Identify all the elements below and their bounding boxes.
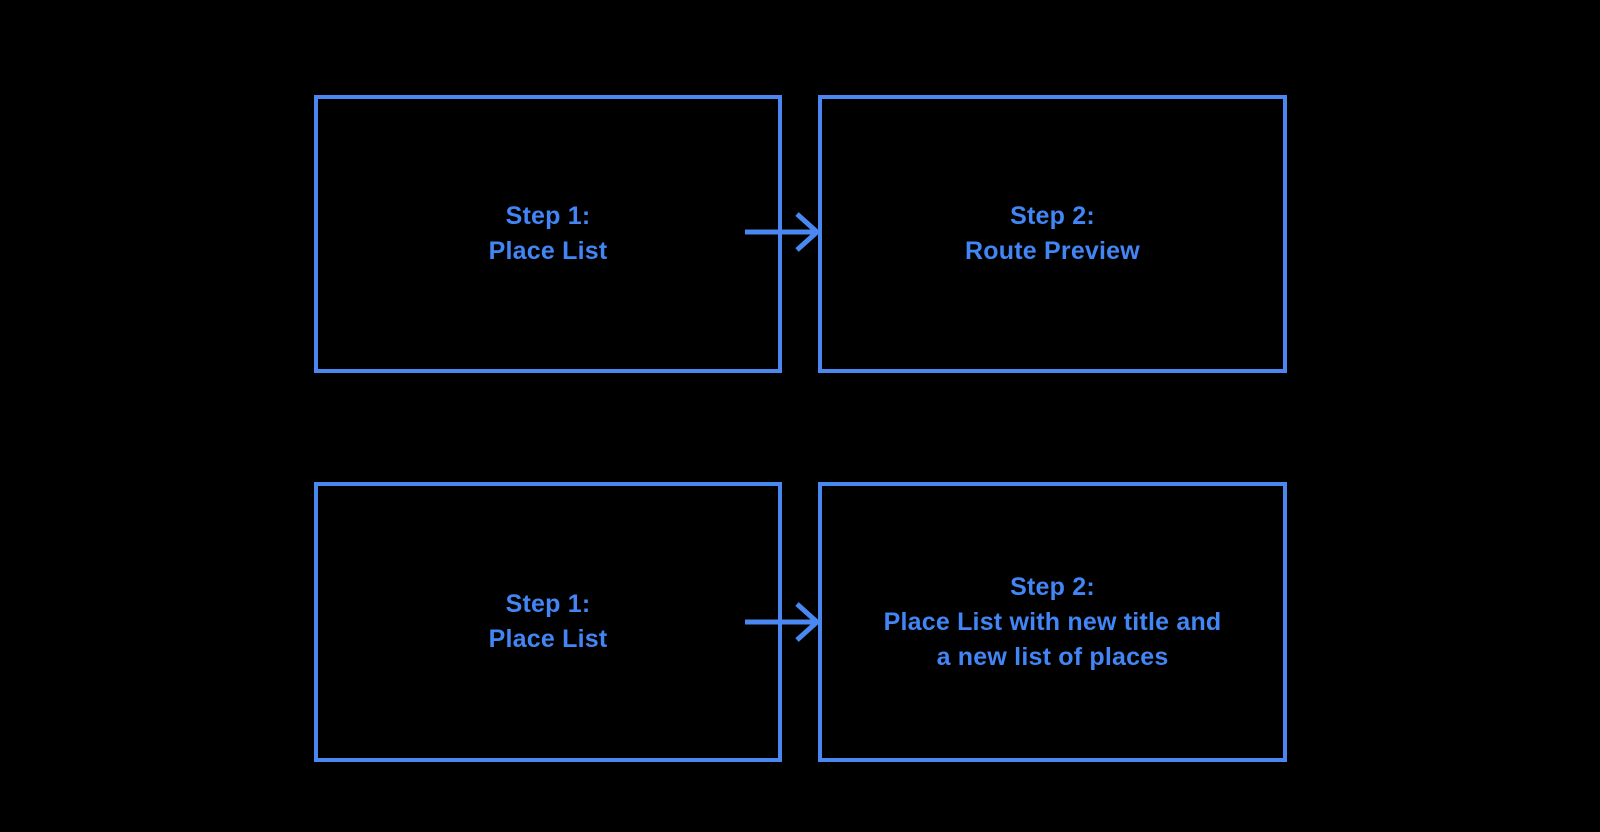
step-subtitle: Place List with new title and	[883, 607, 1222, 636]
arrowhead-icon	[795, 212, 821, 252]
step-subtitle: a new list of places	[936, 642, 1169, 671]
step-subtitle: Place List	[488, 237, 608, 265]
step-title: Step 2:	[1010, 572, 1095, 601]
step-subtitle: Place List	[488, 625, 608, 653]
step-box-bottom-left: Step 1: Place List	[314, 482, 782, 762]
step-title: Step 1:	[505, 590, 591, 618]
step-box-top-right: Step 2: Route Preview	[818, 95, 1287, 373]
arrowhead-icon	[795, 602, 821, 642]
step-title: Step 2:	[1010, 202, 1095, 230]
step-box-top-left: Step 1: Place List	[314, 95, 782, 373]
step-subtitle: Route Preview	[965, 237, 1140, 265]
step-title: Step 1:	[505, 202, 591, 230]
step-box-bottom-right: Step 2: Place List with new title and a …	[818, 482, 1287, 762]
